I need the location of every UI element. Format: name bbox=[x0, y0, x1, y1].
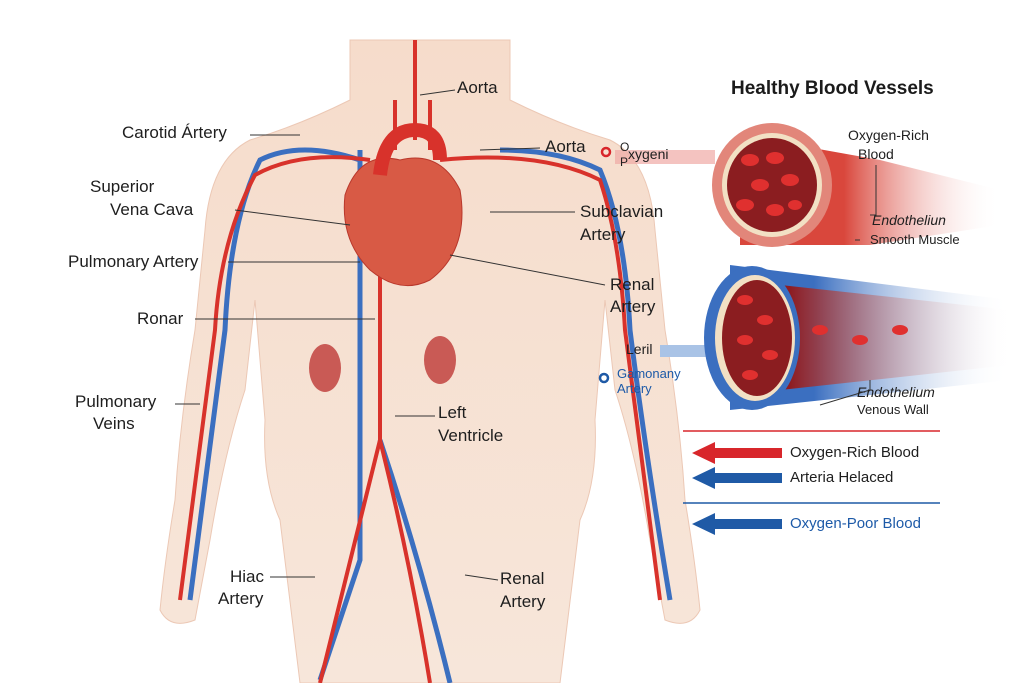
label-subclavian-2: Artery bbox=[580, 225, 626, 244]
arteries bbox=[178, 40, 662, 683]
gamonany-marker-icon bbox=[598, 372, 610, 384]
panel-title: Healthy Blood Vessels bbox=[731, 78, 934, 99]
marker-xygeni: xygeni bbox=[628, 146, 669, 162]
arrow-icon-blue bbox=[692, 467, 782, 489]
label-pulmonary-veins-1: Pulmonary bbox=[75, 392, 157, 411]
label-svc-1: Superior bbox=[90, 177, 155, 196]
label-aorta-top: Aorta bbox=[457, 78, 498, 97]
label-carotid: Carotid Ártery bbox=[122, 123, 227, 142]
heart bbox=[343, 157, 463, 287]
label-gamonany-1: Gamonany bbox=[617, 366, 681, 381]
label-endothelium-artery: Endotheliun bbox=[872, 212, 946, 228]
label-aorta-right: Aorta bbox=[545, 137, 586, 156]
label-left-ventricle-2: Ventricle bbox=[438, 426, 504, 445]
vein-cross-section bbox=[660, 265, 1010, 410]
aortic-arch bbox=[373, 122, 447, 176]
oxygen-marker-icon bbox=[600, 146, 612, 158]
arrow-icon-blue-poor bbox=[692, 513, 782, 535]
kidney-right bbox=[424, 336, 456, 384]
label-oxygen-rich-1: Oxygen-Rich bbox=[848, 127, 929, 143]
label-renal-1: Renal bbox=[610, 275, 655, 294]
legend-arteria: Arteria Helaced bbox=[790, 469, 894, 486]
panel-leaders bbox=[819, 165, 877, 406]
label-venous-wall: Venous Wall bbox=[857, 402, 929, 417]
label-pulmonary-veins-2: Veins bbox=[93, 414, 135, 433]
label-left-ventricle-1: Left bbox=[438, 403, 467, 422]
label-gamonany-2: Artery bbox=[617, 381, 652, 396]
label-subclavian-1: Subclavian bbox=[580, 202, 664, 221]
kidney-left bbox=[309, 344, 341, 392]
marker-p: P bbox=[620, 155, 629, 169]
label-pulmonary-artery: Pulmonary Artery bbox=[68, 252, 199, 271]
label-smooth-muscle: Smooth Muscle bbox=[870, 232, 960, 247]
label-renal-2: Artery bbox=[610, 297, 656, 316]
label-renal-lower-1: Renal bbox=[500, 569, 545, 588]
label-iliac-1: Hiac bbox=[230, 567, 265, 586]
label-endothelium-vein: Endothelium bbox=[857, 384, 935, 400]
legend-oxygen-poor: Oxygen-Poor Blood bbox=[790, 515, 921, 532]
leader-lines bbox=[175, 89, 606, 581]
label-iliac-2: Artery bbox=[218, 589, 264, 608]
artery-cross-section bbox=[615, 123, 1000, 247]
label-ronar: Ronar bbox=[137, 309, 184, 328]
label-oxygen-rich-2: Blood bbox=[858, 146, 894, 162]
legend-oxygen-rich: Oxygen-Rich Blood bbox=[790, 444, 920, 461]
legend-graphics bbox=[683, 430, 940, 535]
label-renal-lower-2: Artery bbox=[500, 592, 546, 611]
label-leril: Leril bbox=[626, 341, 653, 357]
arrow-icon-red bbox=[692, 442, 782, 464]
marker-o: O bbox=[620, 140, 630, 154]
label-svc-2: Vena Cava bbox=[110, 200, 194, 219]
